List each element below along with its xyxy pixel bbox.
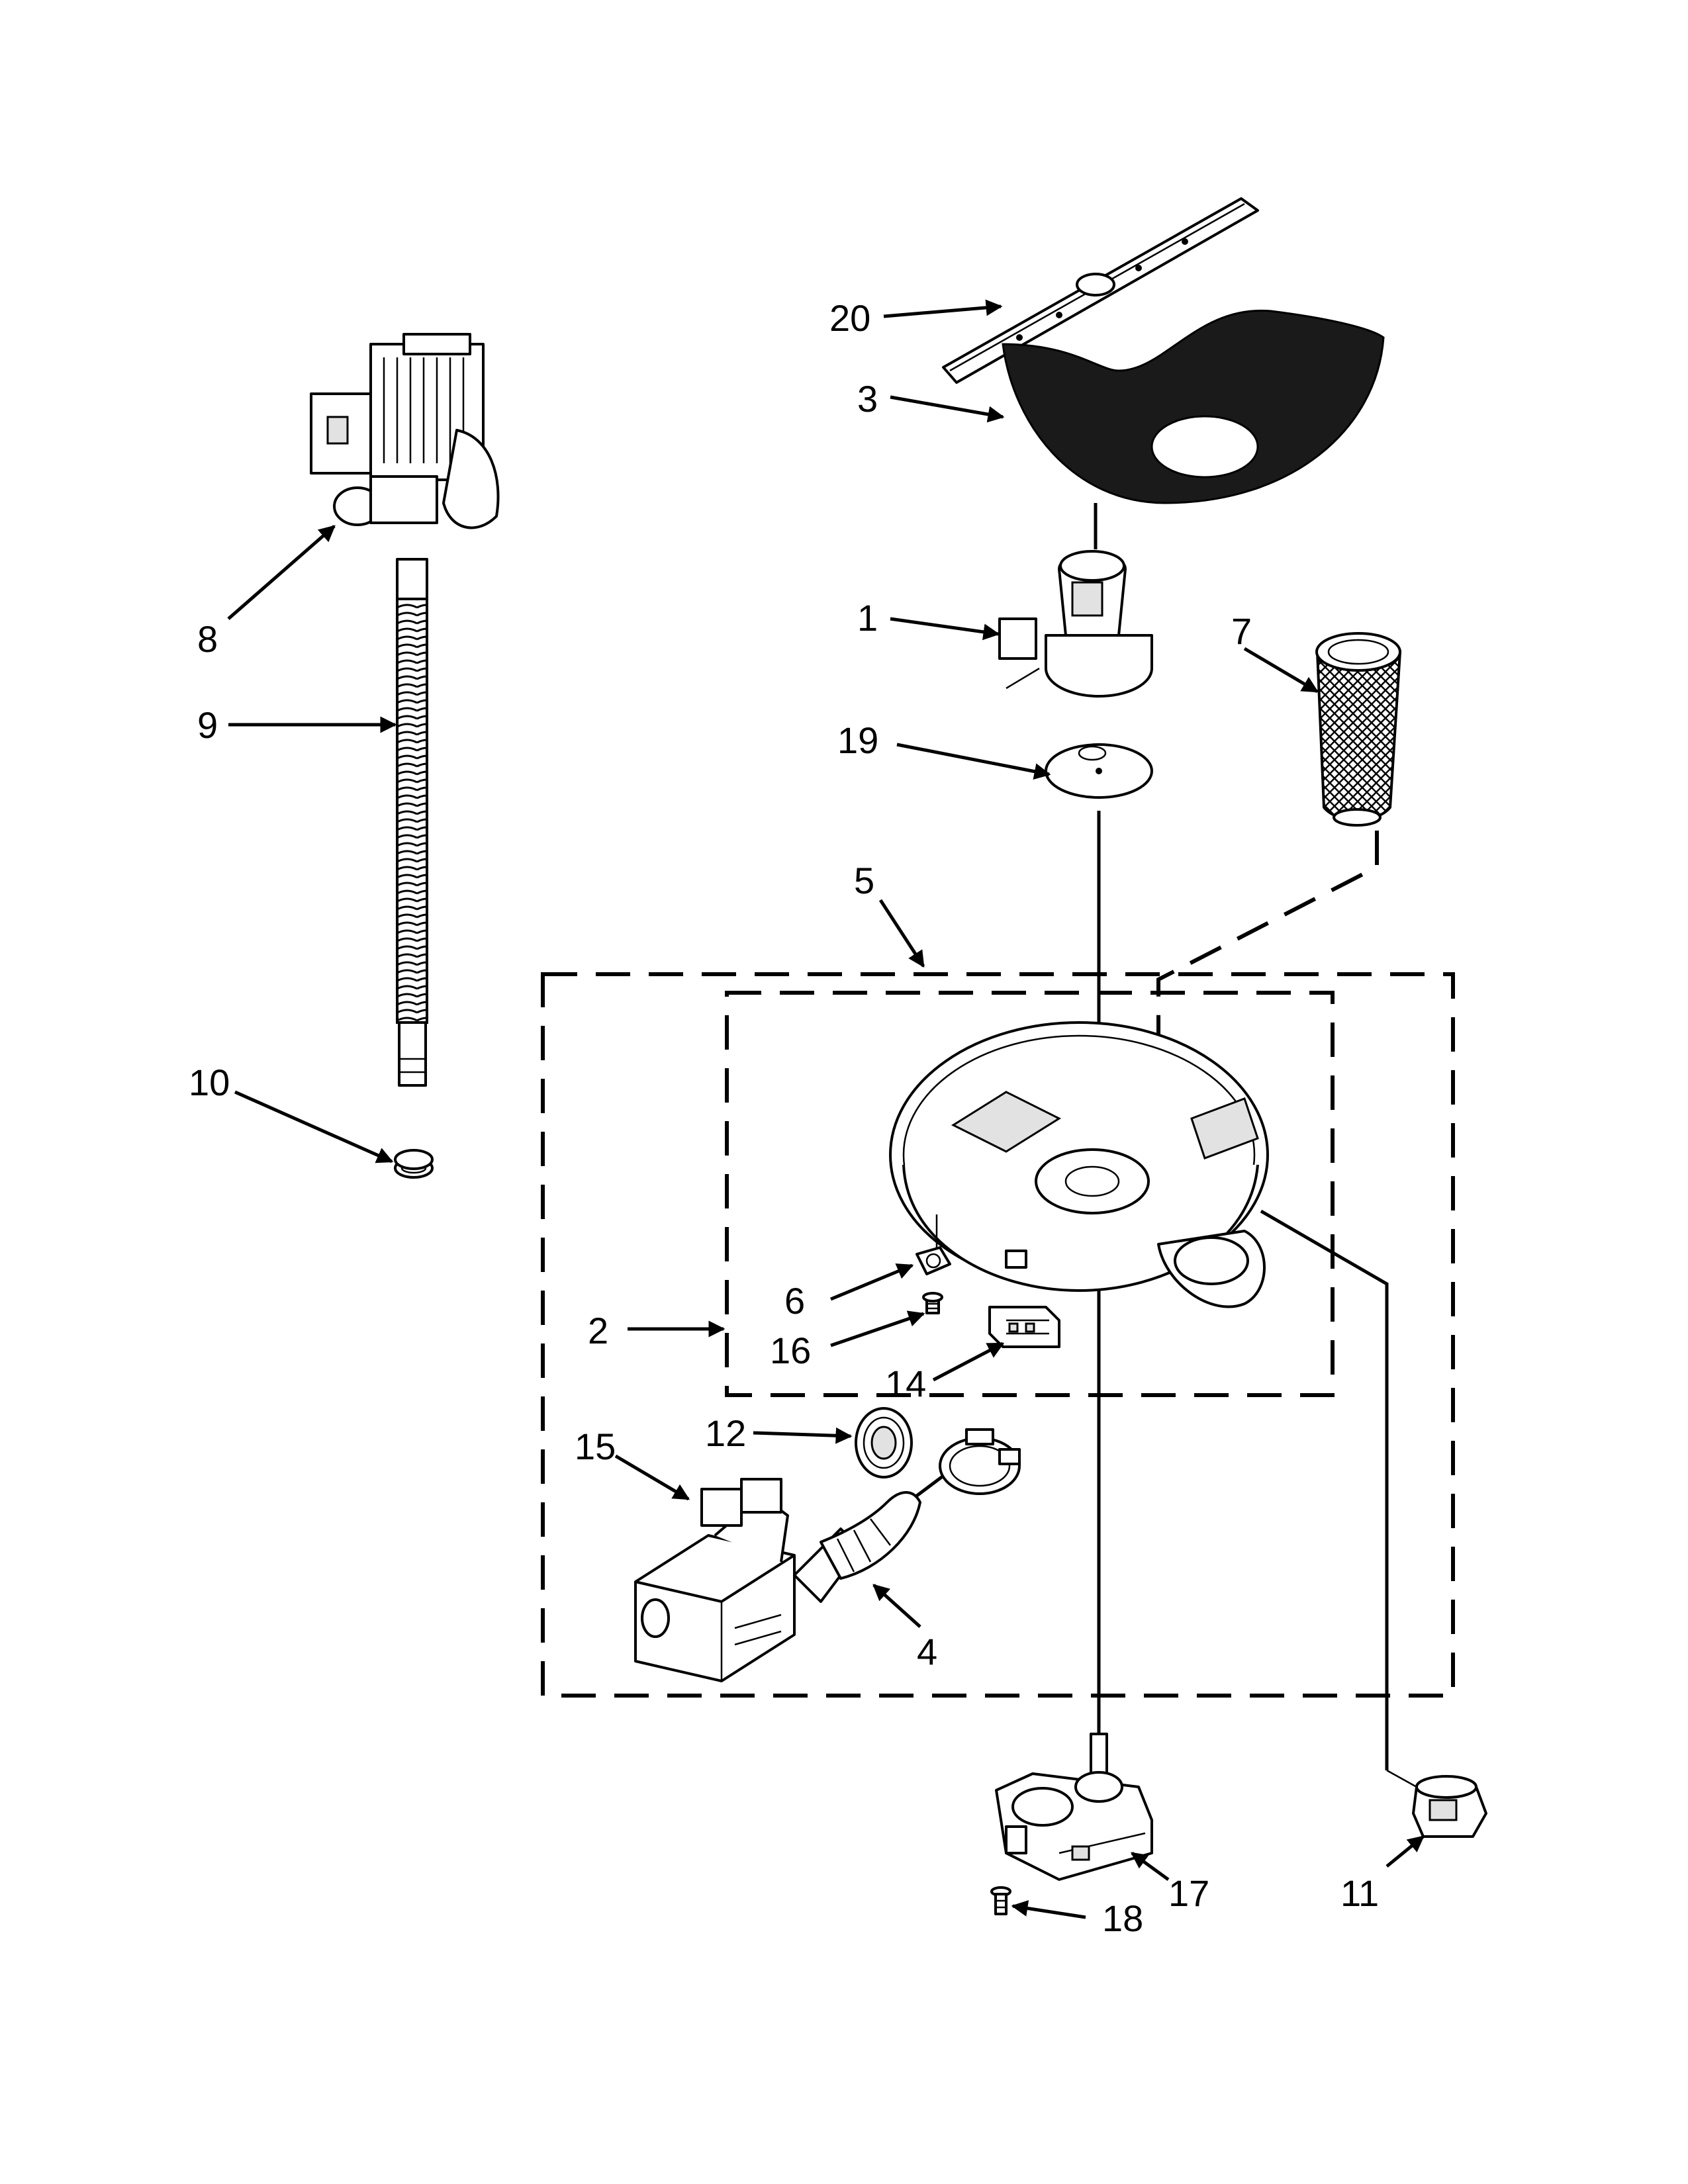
- callout-14: 14: [885, 1363, 926, 1404]
- pump-hose-part-4[interactable]: [820, 1491, 921, 1580]
- pump-motor-part-15[interactable]: [634, 1478, 862, 1682]
- callout-2: 2: [588, 1310, 608, 1351]
- callout-3: 3: [857, 378, 878, 420]
- hose-clamp-part-10[interactable]: [394, 1149, 434, 1179]
- hose-clamp[interactable]: [939, 1428, 1021, 1495]
- callout-15: 15: [575, 1426, 616, 1467]
- callout-6: 6: [784, 1280, 805, 1322]
- callout-17: 17: [1168, 1872, 1209, 1914]
- screw-part-16[interactable]: [922, 1292, 943, 1314]
- assembly-box-5: [541, 972, 1455, 1698]
- callout-9: 9: [197, 704, 218, 746]
- clip-part-6[interactable]: [915, 1246, 951, 1275]
- assembly-box-2: [725, 991, 1335, 1397]
- callout-10: 10: [189, 1062, 230, 1103]
- callout-7: 7: [1231, 610, 1252, 652]
- screw-part-18[interactable]: [990, 1886, 1011, 1915]
- callout-18: 18: [1102, 1897, 1143, 1939]
- callout-19: 19: [837, 719, 878, 761]
- diverter-motor-part-17[interactable]: [995, 1733, 1153, 1881]
- seal-ring-part-12[interactable]: [855, 1407, 913, 1479]
- callout-11: 11: [1340, 1872, 1379, 1914]
- callout-4: 4: [917, 1631, 937, 1672]
- connector-part-14[interactable]: [988, 1306, 1060, 1348]
- filter-part-7[interactable]: [1315, 632, 1402, 827]
- drain-hose-part-9[interactable]: [396, 558, 428, 1087]
- callout-8: 8: [197, 618, 218, 660]
- callout-12: 12: [705, 1412, 746, 1454]
- sensor-part-11[interactable]: [1386, 1769, 1487, 1838]
- leader-lines: [227, 299, 1425, 1919]
- spray-arm-part-20[interactable]: [942, 197, 1259, 384]
- disc-seal-part-19[interactable]: [1045, 743, 1153, 799]
- manifold-part-1[interactable]: [998, 550, 1153, 698]
- callout-5: 5: [854, 860, 874, 901]
- callout-1: 1: [857, 597, 878, 639]
- callout-20: 20: [829, 297, 870, 339]
- drain-pump-part-8[interactable]: [310, 333, 500, 529]
- callout-16: 16: [770, 1330, 811, 1371]
- sump-assembly-part-2[interactable]: [889, 1021, 1269, 1308]
- spray-shield-part-3[interactable]: [1002, 309, 1385, 504]
- sensor-link-line: [1260, 1209, 1389, 1770]
